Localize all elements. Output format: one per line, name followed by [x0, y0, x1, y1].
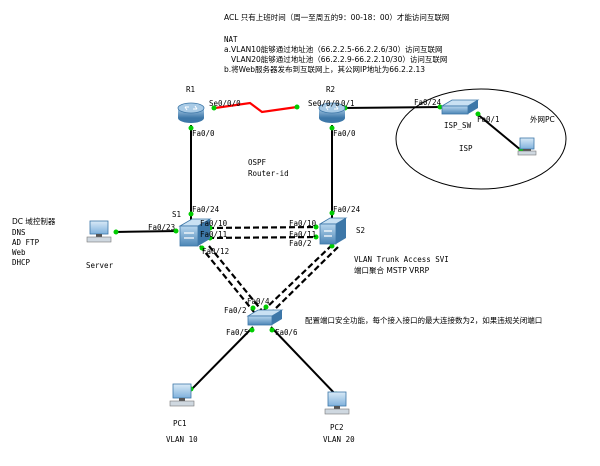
port-r2-se1: 0/1: [341, 99, 355, 108]
link-s2-s3-a: [263, 244, 333, 311]
etherchannel-link-2: [207, 235, 319, 240]
link-s3-pc1: [188, 326, 254, 393]
dc-service-4: Web: [12, 248, 26, 257]
link-s1-server: [113, 230, 179, 233]
link-s1-s3-b: [208, 245, 264, 313]
port-s3-fa6: Fa0/6: [275, 328, 298, 337]
port-s2-fa24: Fa0/24: [333, 205, 361, 214]
router-r1-icon[interactable]: [177, 102, 205, 123]
port-s1-fa11: Fa0/11: [200, 230, 227, 239]
isp-label: ISP: [459, 144, 473, 153]
isp-boundary: [395, 88, 567, 190]
port-s2-fa11: Fa0/11: [289, 230, 316, 239]
port-ispsw-fa24: Fa0/24: [414, 98, 442, 107]
nat-vlan10-text: a.VLAN10能够通过地址池（66.2.2.5-66.2.2.6/30）访问互…: [224, 44, 443, 54]
dc-service-3: AD FTP: [12, 238, 40, 247]
port-r1-se: Se0/0/0: [209, 99, 241, 108]
s1-label: S1: [172, 210, 181, 219]
isp-sw-label: ISP_SW: [444, 121, 472, 130]
port-s1-fa10: Fa0/10: [200, 219, 228, 228]
port-s1-fa24: Fa0/24: [192, 205, 220, 214]
dc-service-1: DC 域控制器: [12, 216, 56, 226]
link-s2-s3-b: [271, 246, 339, 313]
link-isp-sw-pc: [475, 112, 523, 152]
port-s1-fa23: Fa0/23: [148, 223, 175, 232]
switch-s1-icon[interactable]: [178, 218, 212, 247]
pc-external-icon[interactable]: [517, 137, 537, 156]
pc1-icon[interactable]: [169, 383, 195, 407]
switch-s2-icon[interactable]: [318, 217, 348, 245]
port-ispsw-fa1: Fa0/1: [477, 115, 500, 124]
ospf-note: OSPF: [248, 158, 267, 167]
dc-service-5: DHCP: [12, 258, 31, 267]
pc2-icon[interactable]: [324, 391, 350, 415]
vlan10-label: VLAN 10: [166, 435, 198, 444]
router-r2-icon[interactable]: [318, 102, 346, 123]
switch-s3-icon[interactable]: [246, 309, 284, 326]
link-s1-s3-a: [199, 245, 255, 313]
port-security-note: 配置端口安全功能，每个接入接口的最大连接数为2，如果违规关闭端口: [305, 315, 542, 325]
link-r2-isp-sw: [341, 106, 443, 109]
router-id-note: Router-id: [248, 169, 289, 178]
pc1-label: PC1: [173, 419, 187, 428]
port-r1-fa: Fa0/0: [192, 129, 215, 138]
external-pc-label: 外网PC: [530, 114, 555, 124]
port-s3-fa5: Fa0/5: [226, 328, 249, 337]
vlan20-label: VLAN 20: [323, 435, 355, 444]
acl-requirement-text: ACL 只有上班时间（周一至周五的9：00-18：00）才能访问互联网: [224, 12, 449, 22]
nat-heading: NAT: [224, 35, 238, 44]
r2-label: R2: [326, 85, 335, 94]
server-label: Server: [86, 261, 114, 270]
port-s3-fa4: Fa0/4: [247, 297, 270, 306]
serial-link-r1-r2: [214, 101, 298, 114]
port-s1-fa12: Fa0/12: [202, 247, 229, 256]
port-r2-fa: Fa0/0: [333, 129, 356, 138]
nat-web-server-text: b.将Web服务器发布到互联网上，其公网IP地址为66.2.2.13: [224, 64, 425, 74]
port-s3-fa2: Fa0/2: [224, 306, 247, 315]
link-s3-pc2: [270, 326, 339, 398]
nat-vlan20-text: VLAN20能够通过地址池（66.2.2.9-66.2.2.10/30）访问互联…: [231, 54, 447, 64]
etherchannel-link-1: [207, 225, 319, 230]
s2-label: S2: [356, 226, 365, 235]
port-s2-fa10: Fa0/10: [289, 219, 317, 228]
port-s2-fa2: Fa0/2: [289, 239, 312, 248]
server-icon[interactable]: [86, 220, 112, 243]
switch-features-line2: 端口聚合 MSTP VRRP: [354, 265, 430, 275]
pc2-label: PC2: [330, 423, 344, 432]
port-r2-se0: Se0/0/0: [308, 99, 340, 108]
r1-label: R1: [186, 85, 195, 94]
switch-features-line1: VLAN Trunk Access SVI: [354, 255, 449, 264]
switch-isp-sw-icon[interactable]: [440, 99, 480, 115]
dc-service-2: DNS: [12, 228, 26, 237]
